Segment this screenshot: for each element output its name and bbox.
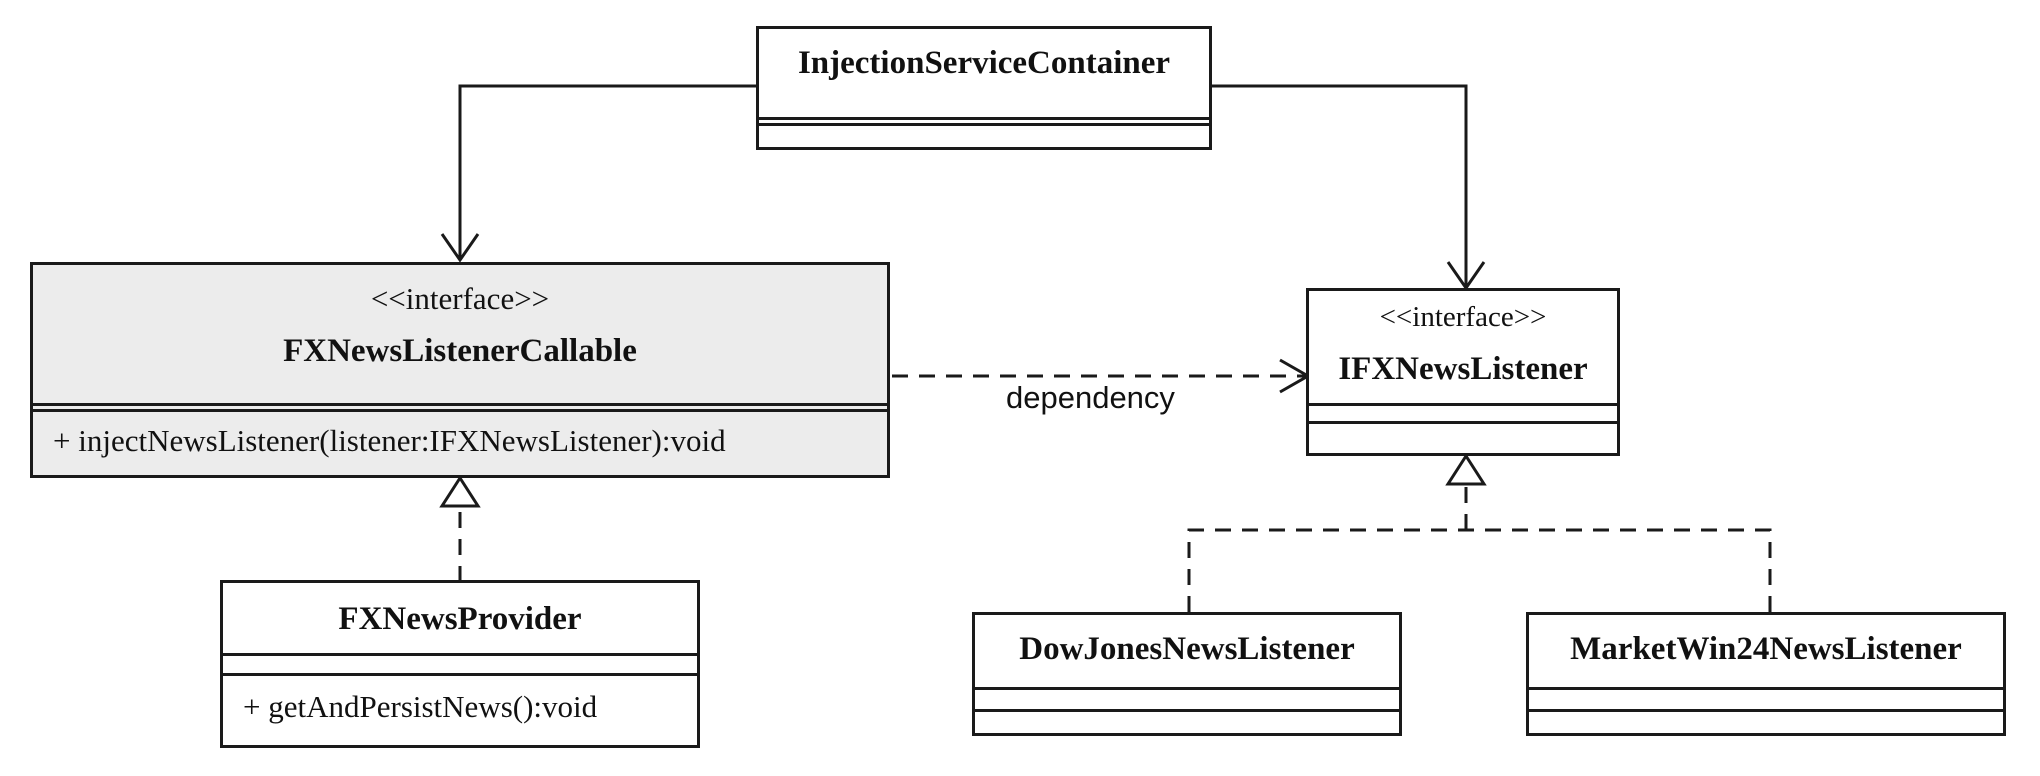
class-dow-jones-news-listener: DowJonesNewsListener [972,612,1402,736]
attributes-separator [759,117,1209,120]
interface-fx-news-listener-callable: <<interface>> FXNewsListenerCallable + i… [30,262,890,478]
methods-separator [759,123,1209,126]
method-get-and-persist-news: + getAndPersistNews():void [243,689,598,724]
methods-separator [1529,709,2003,712]
class-name: InjectionServiceContainer [797,45,1171,81]
class-market-win24-news-listener: MarketWin24NewsListener [1526,612,2006,736]
class-name: MarketWin24NewsListener [1570,631,1962,667]
association-line-to-listener [1210,84,1468,286]
methods-separator [1309,421,1617,424]
class-name: FXNewsProvider [338,601,582,637]
class-injection-service-container: InjectionServiceContainer [756,26,1212,150]
realization-triangle-callable [439,475,481,508]
stereotype-label: <<interface>> [1379,301,1547,333]
realization-triangle-interface [1445,453,1487,486]
interface-ifx-news-listener: <<interface>> IFXNewsListener [1306,288,1620,456]
dependency-label: dependency [1006,380,1175,415]
association-arrowhead-callable [440,233,480,263]
class-name: IFXNewsListener [1338,351,1588,387]
class-fx-news-provider: FXNewsProvider + getAndPersistNews():voi… [220,580,700,748]
class-name: DowJonesNewsListener [1019,631,1355,667]
methods-separator [223,673,697,676]
attributes-separator [33,403,887,406]
attributes-separator [1309,403,1617,406]
stereotype-label: <<interface>> [370,281,550,316]
methods-separator [33,409,887,412]
realization-line-listeners [1187,528,1772,612]
attributes-separator [223,653,697,656]
method-inject-news-listener: + injectNewsListener(listener:IFXNewsLis… [53,423,726,458]
attributes-separator [1529,687,2003,690]
attributes-separator [975,687,1399,690]
class-name: FXNewsListenerCallable [283,333,637,369]
methods-separator [975,709,1399,712]
association-line-to-callable [458,84,760,258]
